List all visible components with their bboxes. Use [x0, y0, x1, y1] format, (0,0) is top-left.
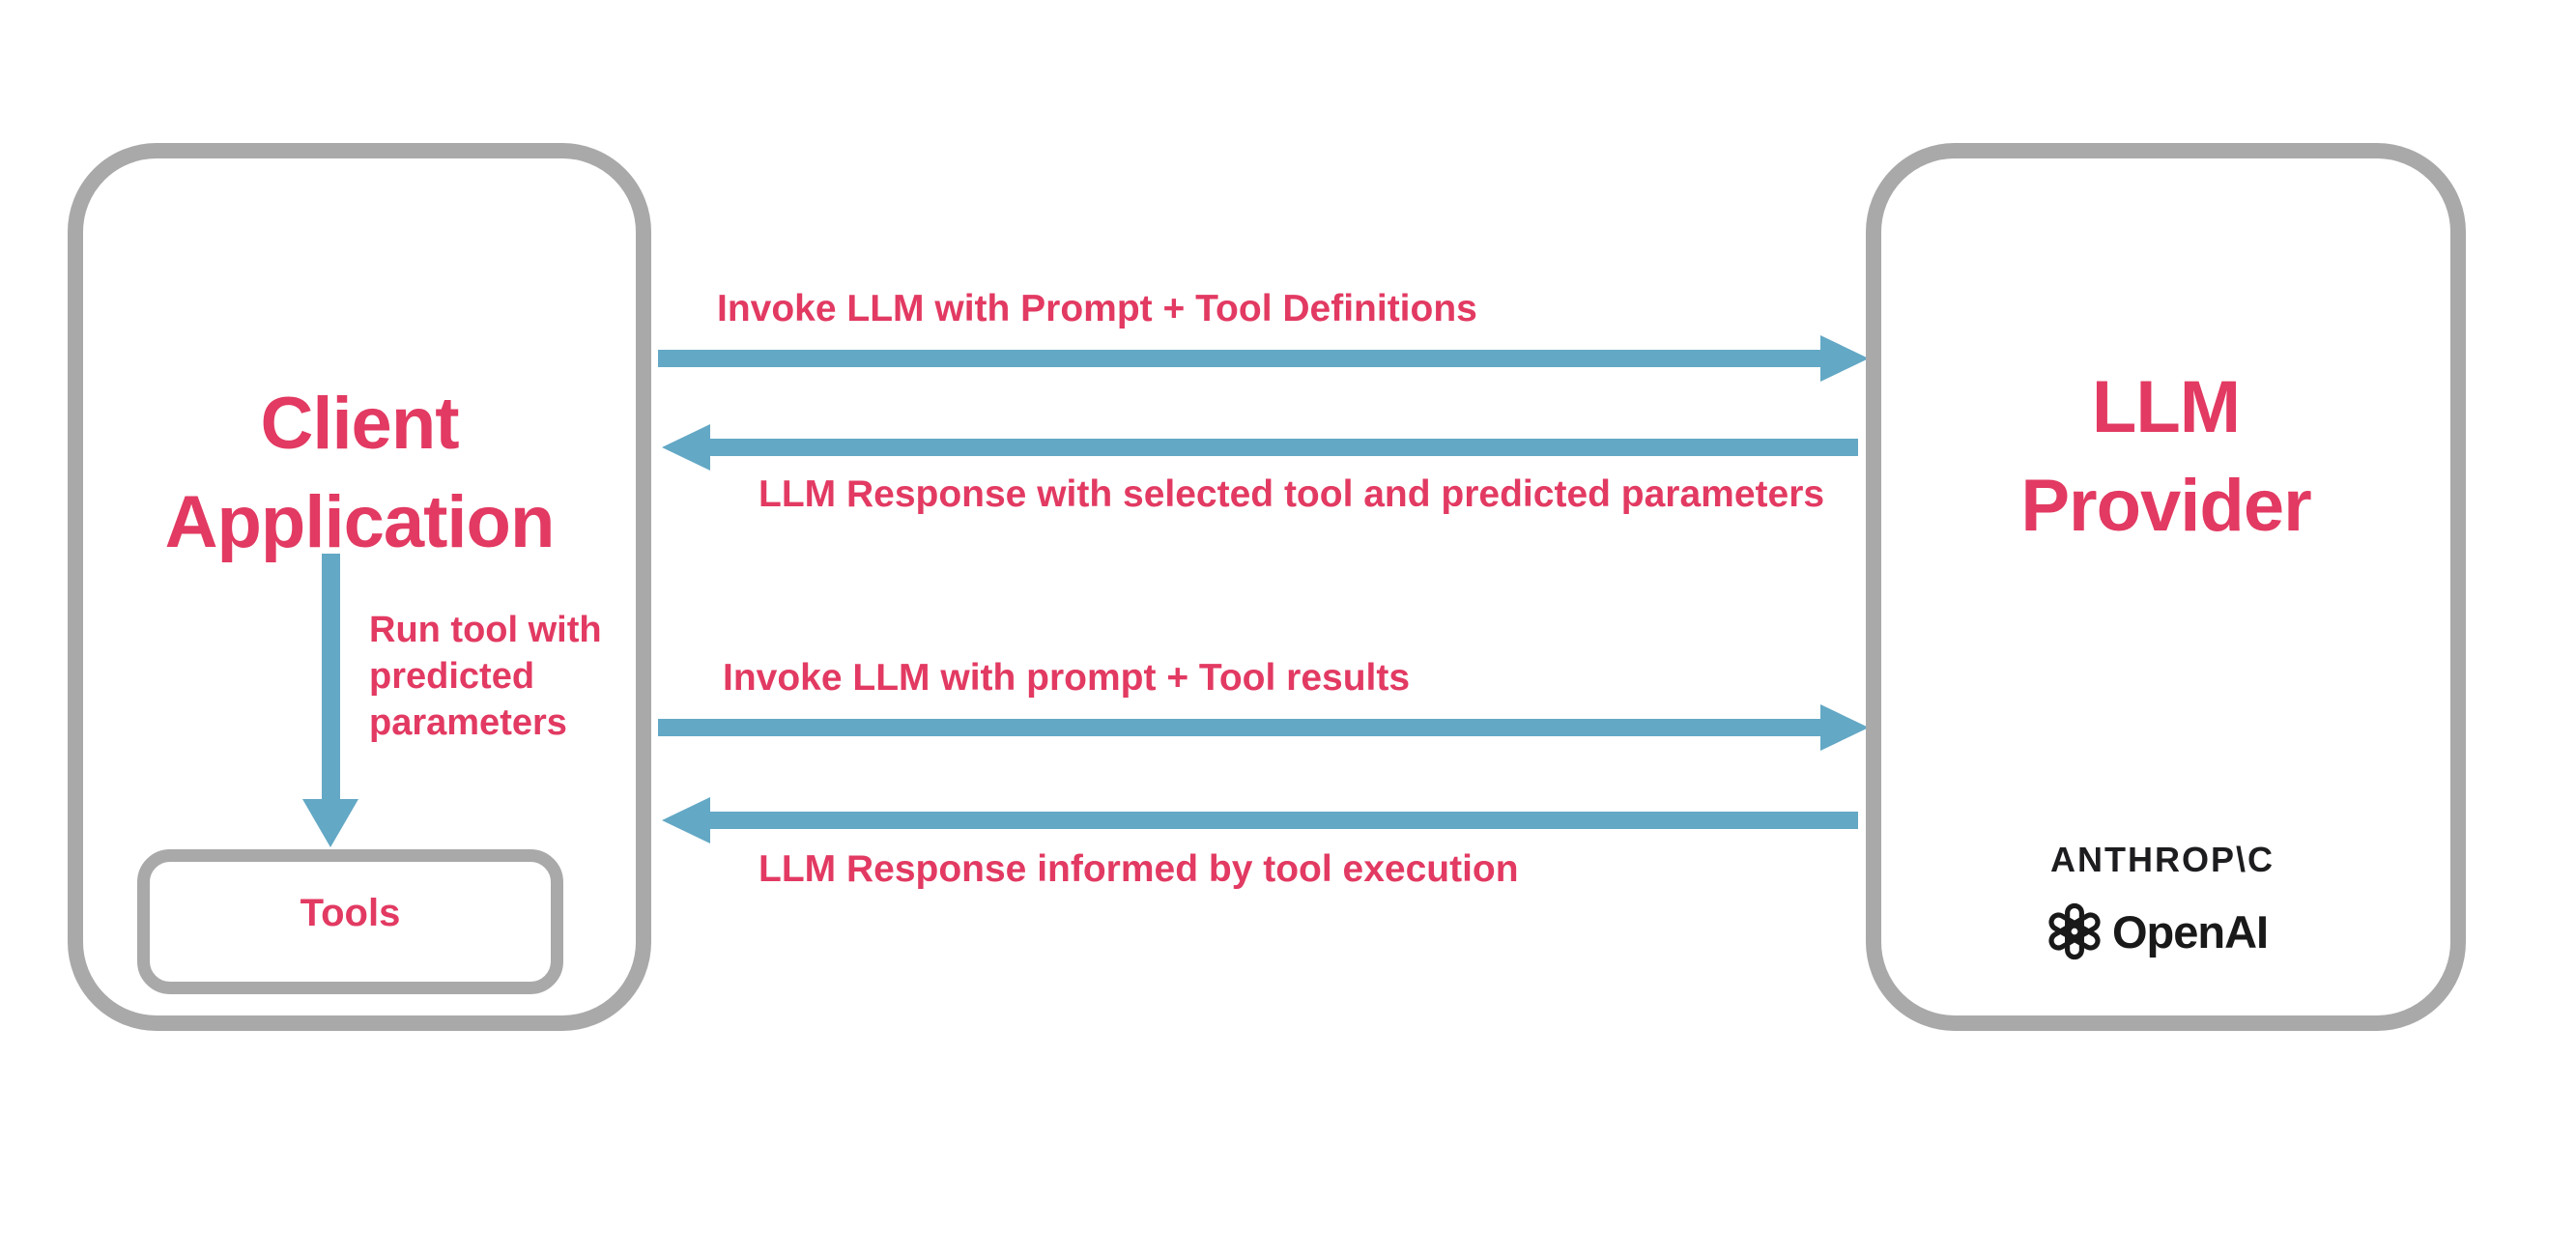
flow-arrow-left-2-shaft: [710, 439, 1858, 456]
openai-flower-icon: [2045, 901, 2104, 961]
flow-arrow-right-1-head-icon: [1820, 335, 1869, 382]
run-tool-arrow-shaft: [322, 554, 340, 799]
client-application-title: Client Application: [164, 383, 556, 563]
openai-logo: OpenAI: [2045, 901, 2269, 961]
flow-arrow-right-1-shaft: [658, 350, 1820, 367]
flow-label-invoke-results: Invoke LLM with prompt + Tool results: [723, 657, 1411, 699]
run-tool-arrow-head-icon: [302, 799, 358, 847]
flow-arrow-left-2-head-icon: [662, 424, 710, 471]
run-tool-label: Run tool with predicted parameters: [369, 610, 602, 743]
flow-arrow-right-3-shaft: [658, 719, 1820, 736]
llm-provider-box: [1866, 143, 2466, 1031]
flow-label-response-selected-tool: LLM Response with selected tool and pred…: [758, 473, 1825, 515]
tools-box: Tools: [137, 849, 563, 994]
openai-wordmark: OpenAI: [2112, 905, 2269, 958]
flow-arrow-left-4-head-icon: [662, 797, 710, 843]
anthropic-logo: ANTHROP\C: [2050, 840, 2275, 879]
tools-label: Tools: [300, 891, 401, 934]
llm-provider-title: LLM Provider: [2020, 366, 2311, 547]
flow-label-invoke-definitions: Invoke LLM with Prompt + Tool Definition…: [717, 288, 1477, 329]
flow-label-response-informed: LLM Response informed by tool execution: [758, 848, 1519, 890]
flow-arrow-right-3-head-icon: [1820, 704, 1869, 751]
flow-arrow-left-4-shaft: [710, 812, 1858, 829]
